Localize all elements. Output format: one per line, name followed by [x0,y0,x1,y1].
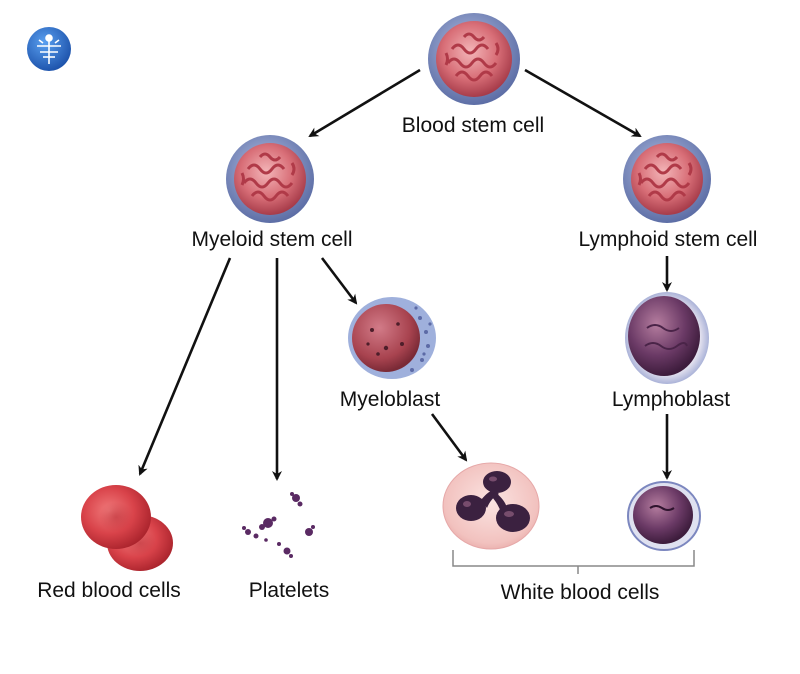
red-blood-cells-image [81,485,173,571]
white-blood-cells-bracket [452,550,695,567]
myeloid-stem-cell-image [226,135,314,223]
arrow-stem-to-myeloid [308,68,421,138]
lymphocyte-image [627,481,701,551]
medical-logo-icon [27,27,71,71]
blood-stem-cell-image [428,13,520,105]
platelets-image [242,492,315,558]
label-white-blood-cells: White blood cells [500,581,660,604]
arrow-stem-to-lymphoid [524,68,642,138]
label-blood-stem-cell: Blood stem cell [401,114,545,137]
arrow-myeloid-to-rbc [138,257,232,476]
neutrophil-image [442,462,540,550]
label-lymphoid-stem-cell: Lymphoid stem cell [578,228,758,251]
label-myeloblast: Myeloblast [339,388,441,411]
label-red-blood-cells: Red blood cells [37,579,181,602]
label-myeloid-stem-cell: Myeloid stem cell [191,228,353,251]
label-platelets: Platelets [248,579,330,602]
lymphoblast-image [625,292,709,384]
arrow-myeloblast-to-neutrophil [430,413,468,462]
label-lymphoblast: Lymphoblast [611,388,731,411]
lymphoid-stem-cell-image [623,135,711,223]
arrow-myeloid-to-myeloblast [320,257,358,305]
myeloblast-image [348,297,436,379]
